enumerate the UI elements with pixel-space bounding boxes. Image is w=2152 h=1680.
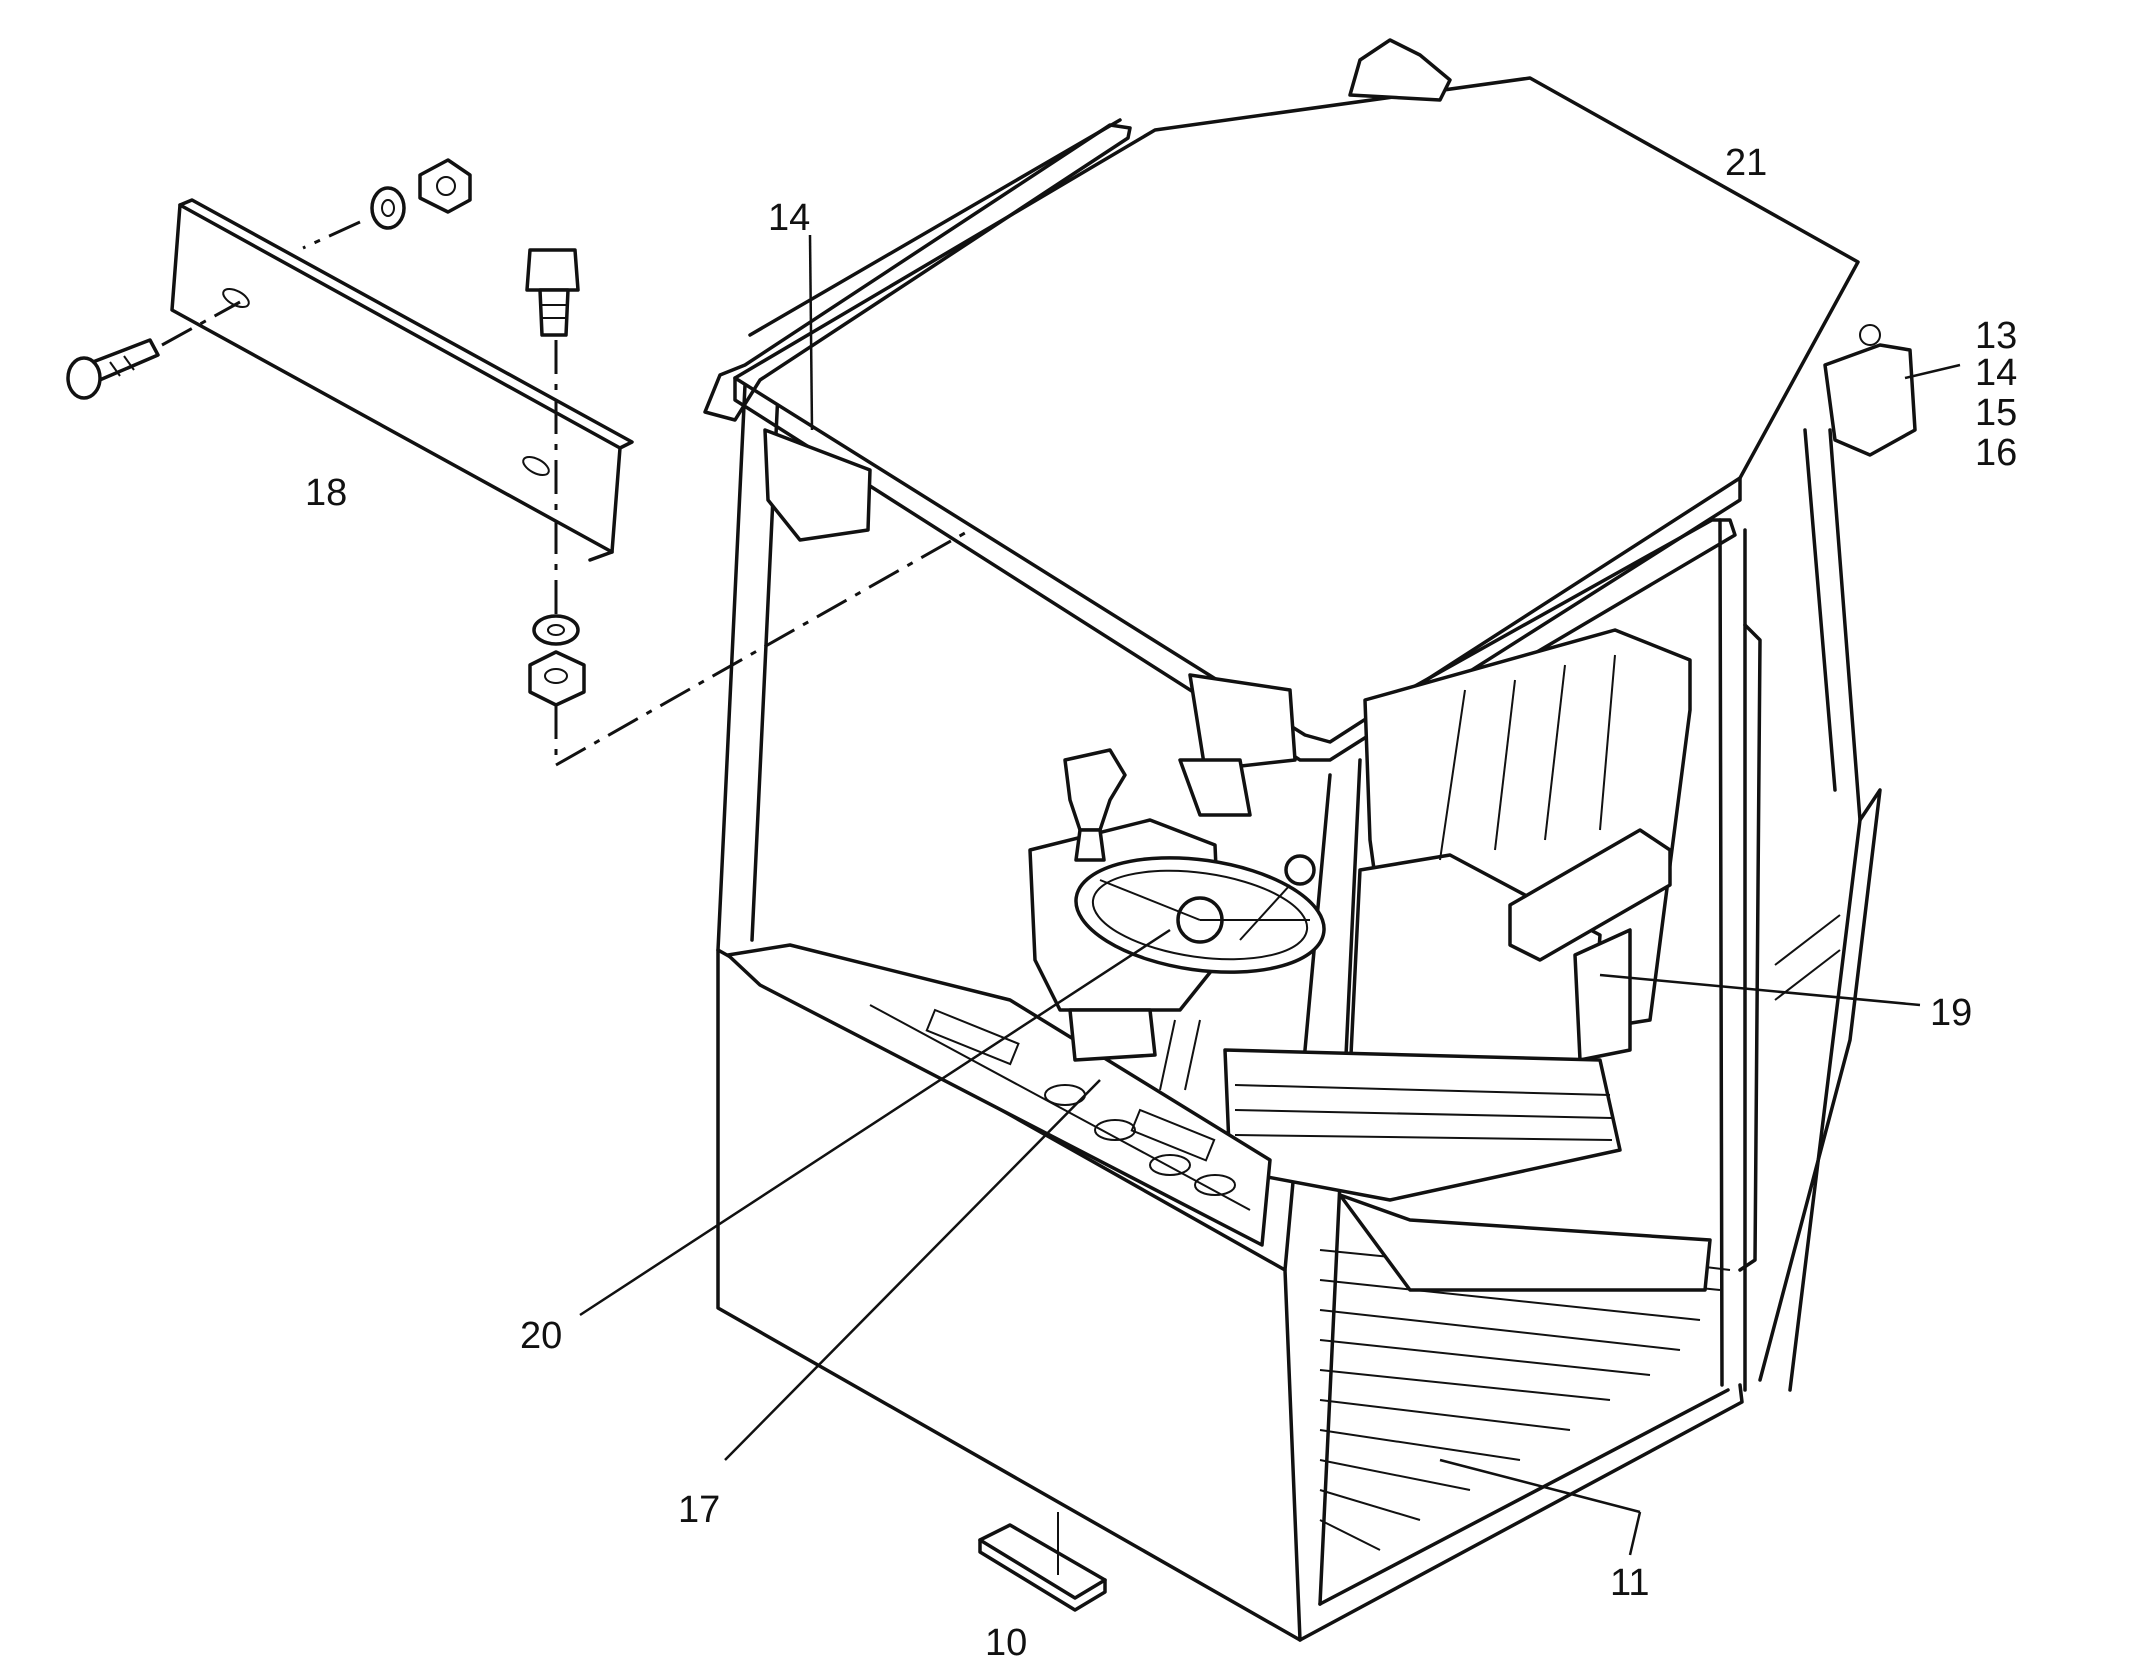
switch-panel-left (925, 1008, 1020, 1066)
label-17: 17 (678, 1489, 720, 1531)
nut-top (418, 158, 472, 214)
cab-roof (733, 76, 1860, 744)
seat-armrest (1508, 828, 1672, 962)
work-lamp-rear-right (1823, 343, 1917, 457)
label-11: 11 (1610, 1562, 1649, 1604)
seat-base (1223, 1048, 1622, 1202)
label-14-front: 14 (768, 197, 810, 239)
bracket-assembly (66, 158, 1132, 767)
bolt-vertical (525, 248, 580, 292)
label-20: 20 (520, 1315, 562, 1357)
part-labels: 21 14 13 14 15 16 18 19 20 17 11 10 (305, 142, 2017, 1664)
dashboard-console (726, 943, 1272, 1247)
step-plate (978, 1512, 1107, 1612)
cab-body (703, 38, 1917, 1642)
joystick (1063, 748, 1127, 832)
grab-handle (1738, 623, 1762, 1272)
seat-side-bracket (1573, 928, 1632, 1062)
steering-dashboard (726, 748, 1326, 1247)
label-10: 10 (985, 1622, 1027, 1664)
washer-top (370, 186, 406, 230)
cab-floor-frame (1298, 1383, 1744, 1642)
roof-rail-left (703, 123, 1132, 422)
nut-bottom (528, 650, 586, 707)
label-14-rear: 14 (1975, 352, 2017, 394)
leader-lines (579, 234, 1961, 1556)
label-15: 15 (1975, 392, 2017, 434)
switch-panel-right (1130, 1108, 1216, 1162)
label-13: 13 (1975, 315, 2017, 357)
label-21: 21 (1725, 142, 1767, 184)
label-19: 19 (1930, 992, 1972, 1034)
cab-front-pillar (1283, 773, 1332, 1272)
work-lamp-front-left (763, 428, 872, 542)
washer-bottom (532, 614, 580, 646)
operator-seat (1223, 628, 1712, 1292)
seat-platform (1338, 1193, 1712, 1292)
beacon-mount (1348, 38, 1452, 102)
label-18: 18 (305, 472, 347, 514)
label-16: 16 (1975, 432, 2017, 474)
